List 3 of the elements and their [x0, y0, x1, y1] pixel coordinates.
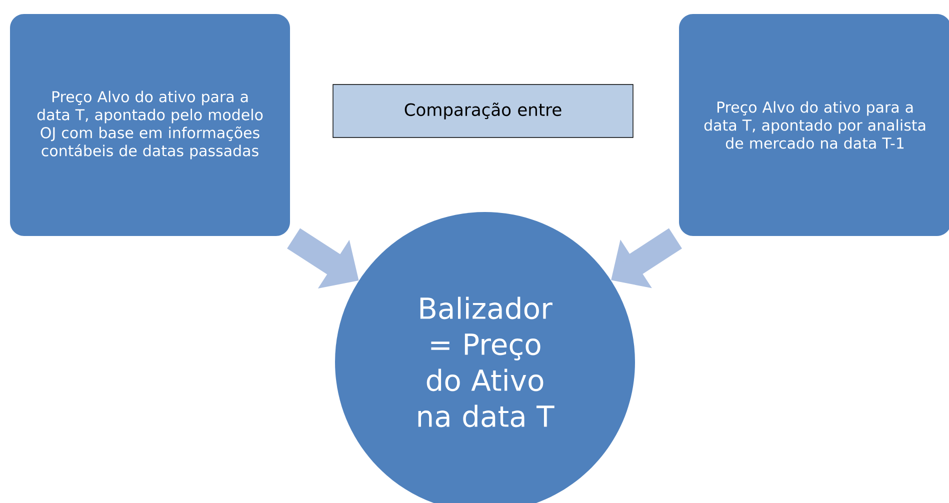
text-box: Preço Alvo do ativo para a data T, apontado por analista de mercado na data T-1 — [679, 14, 949, 236]
label-box: Comparação entre — [332, 84, 634, 138]
text-box: Preço Alvo do ativo para a data T, apontado pelo modelo OJ com base em informações contábeis de datas passadas — [10, 14, 290, 236]
